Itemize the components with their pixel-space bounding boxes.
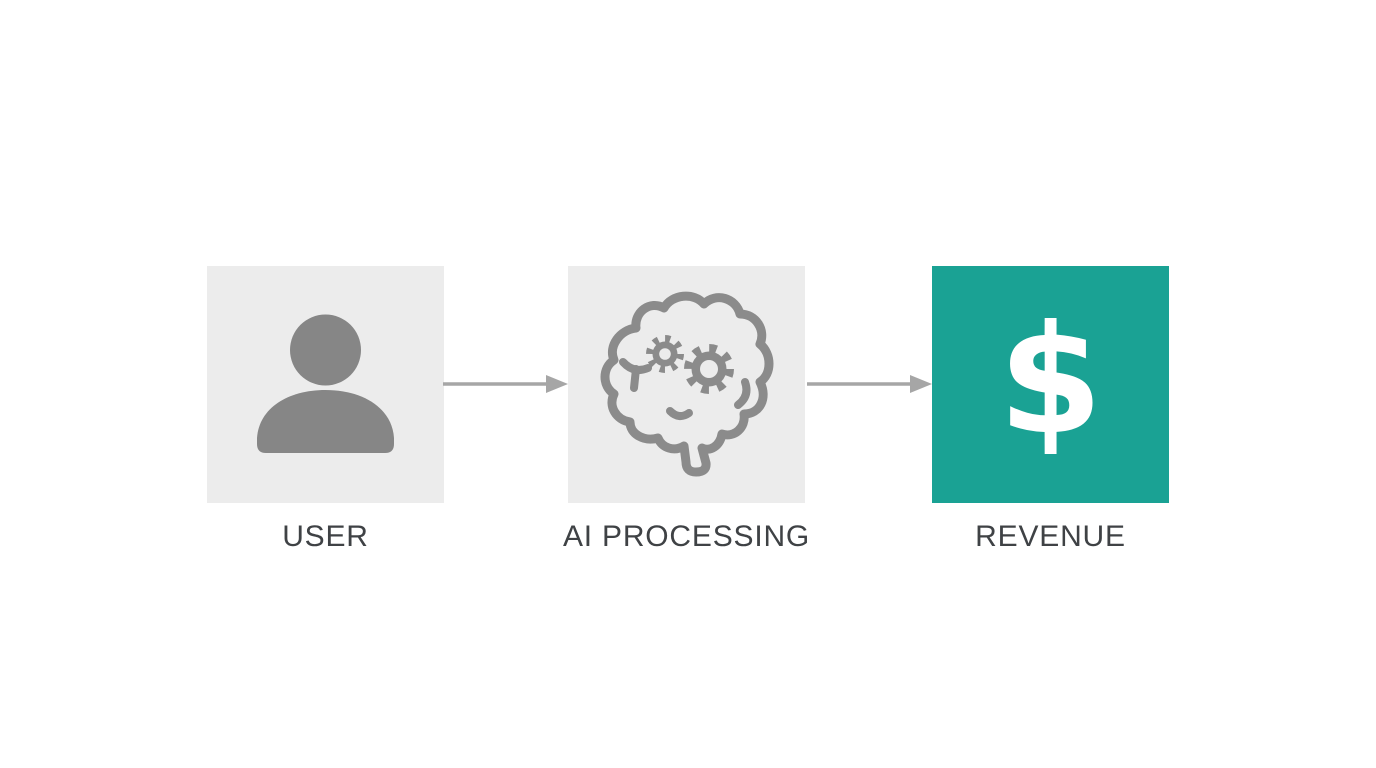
arrow-ai-to-revenue-icon (807, 375, 932, 393)
revenue-label: REVENUE (975, 520, 1126, 553)
user-icon (257, 314, 394, 453)
ai-processing-label: AI PROCESSING (562, 520, 811, 553)
arrow-user-to-ai-icon (443, 375, 568, 393)
revenue-node-box: $ (932, 266, 1169, 503)
brain-gears-icon (600, 291, 774, 477)
dollar-icon: $ (998, 293, 1103, 468)
user-node-box (207, 266, 444, 503)
ai-processing-node-box (568, 266, 805, 503)
user-label: USER (282, 520, 369, 553)
